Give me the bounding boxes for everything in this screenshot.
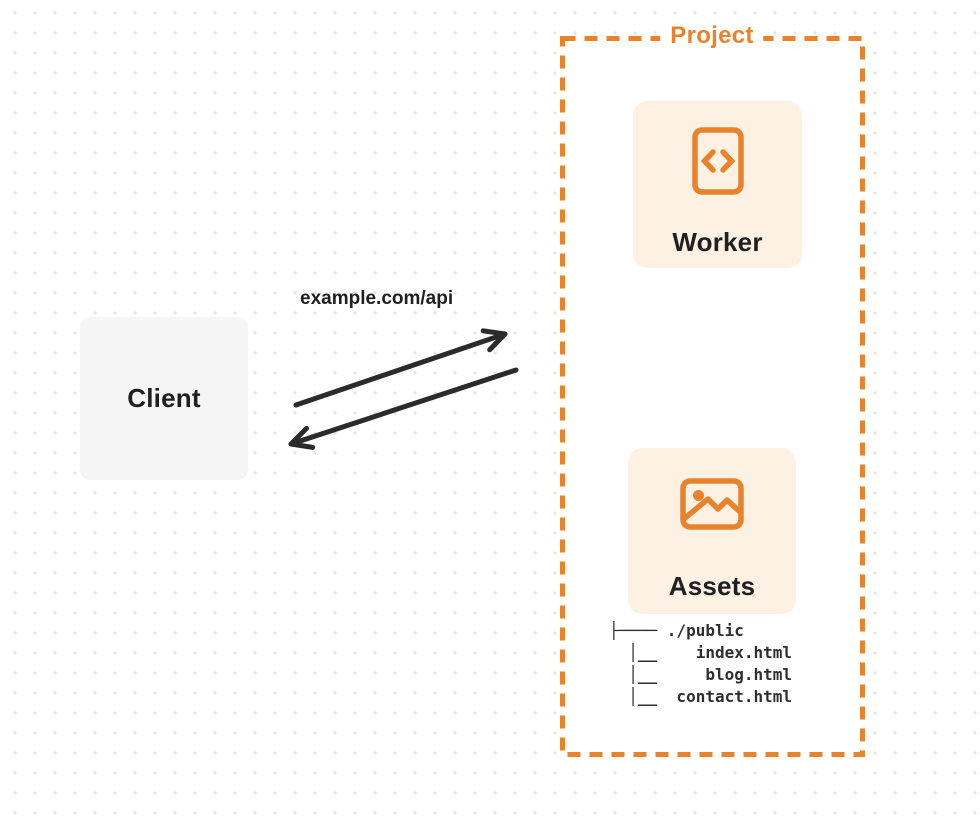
- assets-file-tree: ├──── ./public │__ index.html │__ blog.h…: [609, 620, 792, 708]
- request-url-label: example.com/api: [300, 288, 454, 309]
- worker-label: Worker: [672, 227, 763, 257]
- response-arrow: [288, 367, 519, 450]
- code-file-icon: [691, 127, 744, 200]
- image-icon: [680, 478, 744, 535]
- project-title: Project: [660, 22, 764, 50]
- assets-label: Assets: [668, 571, 756, 601]
- client-node: Client: [80, 317, 248, 480]
- tree-line-index: │__ index.html: [609, 643, 793, 662]
- tree-line-blog: │__ blog.html: [609, 665, 793, 684]
- request-arrow: [293, 328, 508, 408]
- client-label: Client: [127, 383, 201, 413]
- tree-line-public: ├──── ./public: [609, 621, 744, 640]
- assets-node: Assets: [628, 448, 796, 614]
- worker-node: Worker: [633, 101, 802, 268]
- tree-line-contact: │__ contact.html: [609, 687, 793, 706]
